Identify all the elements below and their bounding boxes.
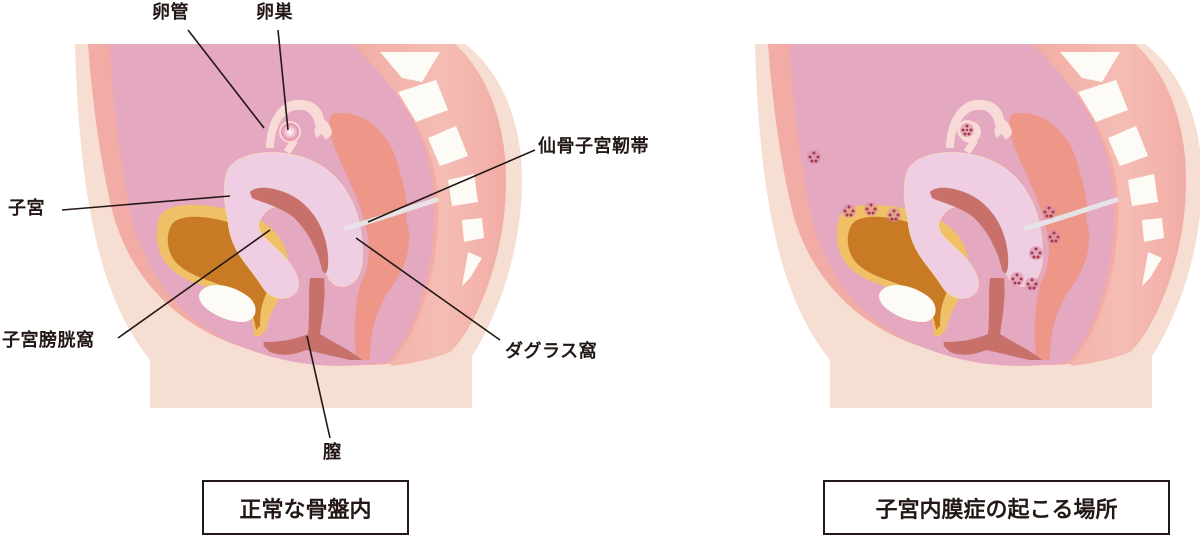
caption-endometriosis-text: 子宮内膜症の起こる場所 [875,497,1118,523]
label-uterus: 子宮 [8,198,45,219]
lesion-spot [842,204,856,218]
endometriosis-pelvis-diagram [755,44,1200,408]
label-ovary: 卵巣 [256,2,293,23]
label-fallopian-tube: 卵管 [152,2,189,23]
lesion-spot [1010,272,1024,286]
lesion-spot [807,150,821,164]
label-vesicouterine-pouch: 子宮膀胱窩 [2,330,95,351]
lesion-spot [1042,205,1056,219]
endometriosis-lesions [807,123,1061,291]
normal-pelvis-diagram [61,29,536,439]
lesion-spot [1029,246,1043,260]
caption-normal-pelvis: 正常な骨盤内 [202,480,409,535]
lesion-spot [1047,230,1061,244]
label-pouch-of-douglas: ダグラス窩 [505,341,598,362]
lesion-spot [864,202,878,216]
label-uterosacral-ligament: 仙骨子宮靭帯 [538,136,649,157]
lesion-spot [960,123,974,137]
ovary-marker [281,123,299,141]
lesion-spot [887,208,901,222]
label-vagina: 膣 [323,442,342,463]
caption-normal-text: 正常な骨盤内 [239,497,372,523]
leader-lines [61,29,536,439]
caption-endometriosis-sites: 子宮内膜症の起こる場所 [823,480,1170,535]
lesion-spot [1025,277,1039,291]
